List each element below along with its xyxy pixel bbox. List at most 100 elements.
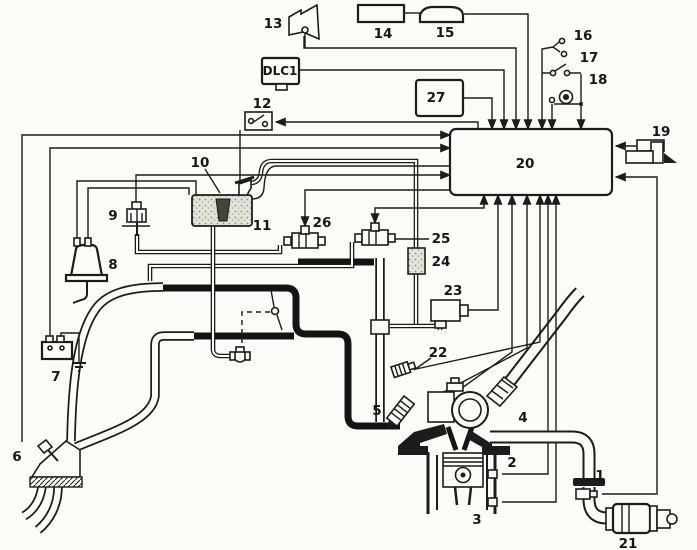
wrist-pin-center	[460, 472, 466, 478]
sensor-22	[389, 360, 417, 379]
lamp-18-filament	[563, 94, 569, 100]
tank-drain-hose	[212, 226, 233, 357]
air-intake-duct	[504, 288, 584, 387]
pointer-10	[204, 168, 221, 194]
wire-6-to-ecu	[21, 130, 452, 442]
sensor-22-nub	[406, 361, 417, 371]
cylinder-inner-walls	[436, 455, 488, 510]
throttle-sensor-nub	[450, 377, 460, 384]
sensor-23-port	[434, 320, 447, 329]
filter-6-bolt-stem	[47, 449, 59, 462]
vsv-26-port-right	[317, 236, 326, 246]
pointer-22	[413, 357, 432, 371]
callout-3: 3	[472, 512, 481, 528]
callout-5: 5	[372, 403, 381, 419]
callout-24: 24	[432, 254, 451, 270]
wire-ecu-to-switch12	[274, 117, 479, 129]
grommet-nub-left	[229, 351, 236, 361]
wire-27-to-ecu	[463, 97, 497, 131]
callout-12: 12	[253, 96, 272, 112]
manifold-right-flange	[484, 446, 510, 455]
callout-20: 20	[516, 156, 535, 172]
wire-tank-sender-to-ecu	[251, 165, 450, 200]
switch-18-contact-c	[548, 96, 556, 104]
switch-12-contact-b	[261, 120, 269, 128]
callout-8: 8	[108, 257, 117, 273]
callout-14: 14	[374, 26, 393, 42]
vsv-26-body	[291, 232, 319, 249]
sensor-22-ribs	[394, 363, 407, 377]
grommet-nub-top	[235, 346, 245, 353]
throttle-sensor-cap	[446, 382, 464, 392]
vsv-26-port-left	[283, 236, 292, 246]
vsv-26-plunger	[300, 225, 310, 235]
sensor-3-tab	[487, 497, 498, 507]
switch-16-contact	[558, 37, 566, 45]
connecting-rod	[453, 486, 473, 506]
valve-9-detail	[122, 209, 150, 227]
igniter-8-terminal-b	[84, 237, 92, 247]
wire-ecu-to-vsv26	[300, 189, 450, 228]
exhaust-pipe-upper-casing	[490, 430, 596, 478]
callout-labels: 1 2 3 4 5 6 7 8 9 10 11 12 13 14 15 16 1…	[12, 16, 670, 550]
tank-to-filter24-hose	[249, 160, 417, 326]
air-tube-b-casing	[74, 331, 194, 452]
dlc1-label: DLC1	[263, 64, 298, 78]
air-tube-b	[74, 333, 194, 450]
callout-27: 27	[427, 90, 446, 106]
tank-to-filter24-hose-casing	[249, 158, 419, 326]
callout-25: 25	[432, 231, 451, 247]
vsv-25-detail	[368, 230, 377, 245]
oxygen-sensor-1-body	[575, 488, 591, 500]
callout-17: 17	[580, 50, 599, 66]
vsv-25-port-right	[387, 233, 396, 243]
wire-sensor22-to-ecu	[415, 193, 545, 370]
filter-tail-2	[35, 486, 61, 533]
callout-4: 4	[518, 410, 527, 426]
callout-21: 21	[619, 536, 638, 550]
battery-cell-b	[59, 345, 65, 351]
battery-cell-a	[47, 345, 53, 351]
battery-7	[40, 340, 74, 361]
callout-11: 11	[253, 218, 272, 234]
battery-terminal-a	[45, 335, 54, 343]
grommet-nub-right	[244, 351, 251, 361]
purge-fitting	[370, 319, 390, 335]
wire-sensor23-to-ecu	[468, 193, 503, 311]
wire-throttle-sensor-to-ecu	[461, 193, 517, 389]
wire-battery-to-ecu	[49, 143, 452, 338]
switch-18-contact-b	[563, 69, 571, 77]
callout-22: 22	[429, 345, 448, 361]
igniter-8-terminal-a	[73, 237, 81, 247]
callout-6: 6	[12, 449, 21, 465]
manifold-left-wing	[398, 424, 447, 455]
callout-23: 23	[444, 283, 463, 299]
wires	[21, 13, 658, 503]
valve9-to-vsv26-hose-casing	[134, 234, 283, 255]
vsv-25-port-left	[354, 233, 363, 243]
horn-13	[288, 3, 320, 41]
exhaust-pipe-upper	[490, 432, 594, 478]
thin-hoses	[134, 158, 443, 359]
filter-6-bolt	[36, 438, 54, 455]
vapor-hose-main	[158, 284, 400, 430]
tank-sender-10	[215, 198, 231, 222]
callout-13: 13	[264, 16, 283, 32]
connector-19-flag	[664, 153, 677, 163]
engine-cluster	[385, 360, 678, 535]
wire-8-line-1	[76, 180, 197, 238]
filter-6-element	[29, 476, 83, 488]
callout-9: 9	[108, 208, 117, 224]
wire-oxygen-sensor1-to-ecu	[602, 172, 658, 495]
wire-switch1617-to-ecu	[537, 46, 554, 131]
piston-rings	[443, 457, 483, 467]
connector-19-lower	[625, 150, 654, 164]
wire-8-line-2	[87, 187, 190, 238]
switch-18-circuit	[542, 72, 582, 105]
filter-24	[407, 247, 426, 275]
sensor-23-connector	[459, 304, 469, 317]
manifold-right-wing	[466, 430, 492, 455]
sensor-23-body	[430, 299, 461, 322]
